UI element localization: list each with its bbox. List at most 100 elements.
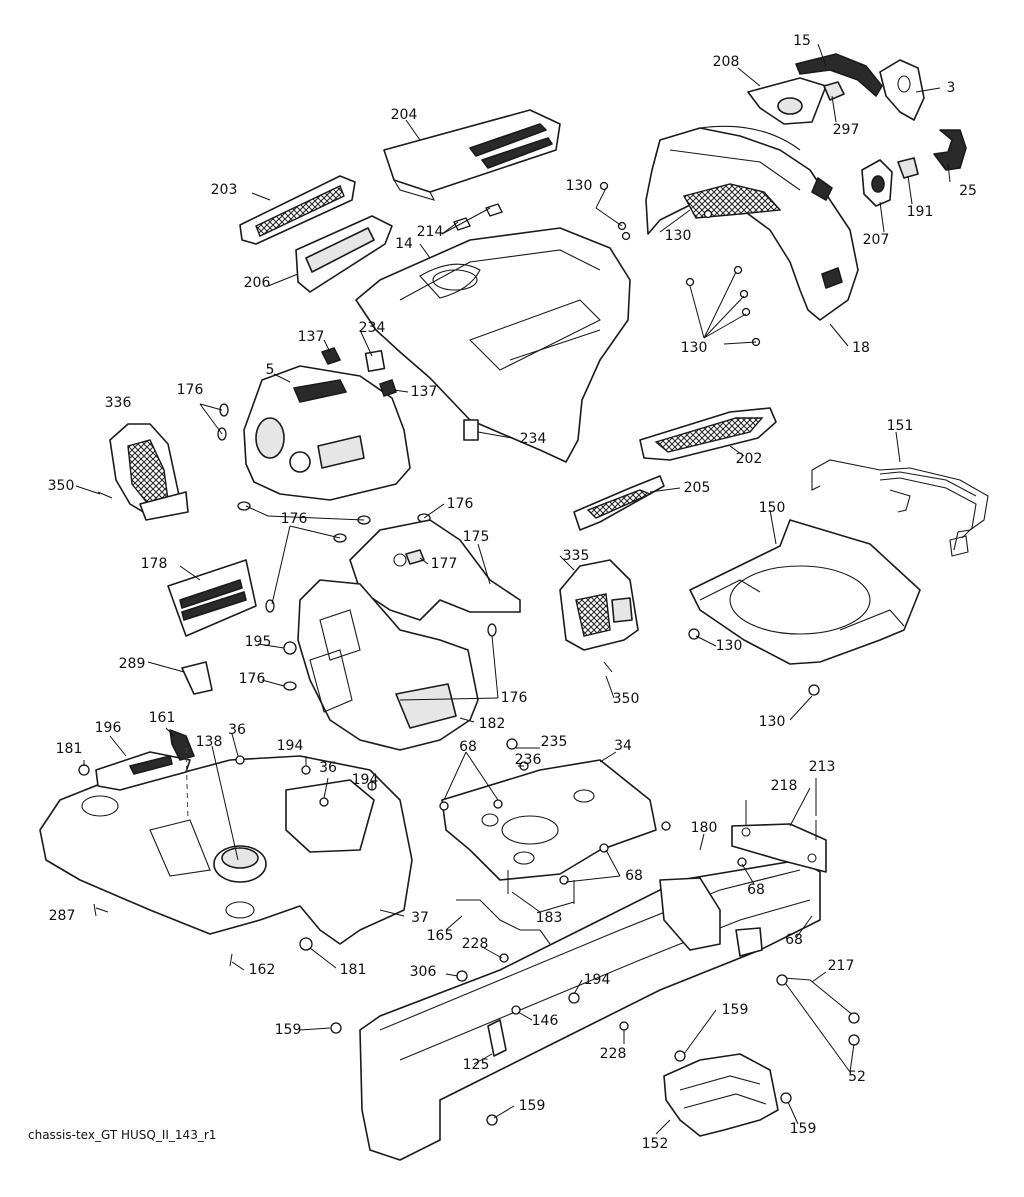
main-frame-180 (359, 859, 821, 1161)
callout-151: 151 (886, 418, 914, 434)
callout-235: 235 (540, 734, 568, 750)
screw-350-left (97, 491, 113, 499)
callout-130-d: 130 (715, 638, 743, 654)
nut-306 (456, 970, 468, 982)
screw-130-a (688, 628, 700, 640)
clip-214 (453, 203, 503, 231)
bulb-297 (823, 81, 845, 101)
grille-strip-203 (239, 175, 356, 245)
nut-194-a (301, 765, 311, 775)
bolt-181-b (299, 937, 313, 951)
grille-plate-178 (167, 559, 257, 637)
callout-68-a: 68 (459, 739, 477, 755)
nut-194-c (568, 992, 580, 1004)
side-panel-335 (559, 559, 639, 651)
callout-182: 182 (478, 716, 506, 732)
mount-plate-175 (349, 519, 521, 621)
callout-217: 217 (827, 958, 855, 974)
nut-36-a (235, 755, 245, 765)
callout-130-e: 130 (758, 714, 786, 730)
callout-350-b: 350 (612, 691, 640, 707)
callout-191: 191 (906, 204, 934, 220)
rod-217 (776, 974, 860, 1046)
bolt-228-b (619, 1021, 629, 1031)
callout-181-b: 181 (339, 962, 367, 978)
light-assembly-207 (861, 159, 893, 207)
callout-213: 213 (808, 759, 836, 775)
leader-lines (75, 43, 951, 1135)
bolt-159-b (674, 1050, 686, 1062)
callout-181-a: 181 (55, 741, 83, 757)
callout-152: 152 (641, 1136, 669, 1152)
knob-137-b (379, 379, 397, 397)
screw-set-130-top (599, 181, 761, 347)
callout-162: 162 (248, 962, 276, 978)
hood-14 (355, 227, 631, 463)
callout-195: 195 (244, 634, 272, 650)
screw-162 (229, 953, 233, 967)
callout-159-d: 159 (789, 1121, 817, 1137)
rear-tow-plate-152 (663, 1053, 779, 1137)
callout-165: 165 (426, 928, 454, 944)
callout-176-e: 176 (500, 690, 528, 706)
callout-68-c: 68 (785, 932, 803, 948)
grommet-195 (283, 641, 297, 655)
side-panel-336 (109, 423, 189, 521)
bolt-235 (506, 738, 518, 750)
callout-125: 125 (462, 1057, 490, 1073)
callout-236: 236 (514, 752, 542, 768)
callout-176-c: 176 (280, 511, 308, 527)
callout-204: 204 (390, 107, 418, 123)
bolt-228-a (499, 953, 509, 963)
bolt-159-d (486, 1114, 498, 1126)
callout-177: 177 (430, 556, 458, 572)
callout-176-b: 176 (446, 496, 474, 512)
callout-36-a: 36 (228, 722, 246, 738)
callout-176-a: 176 (176, 382, 204, 398)
bracket-151 (811, 459, 989, 557)
callout-194-c: 194 (583, 972, 611, 988)
callout-25: 25 (959, 183, 977, 199)
callout-130-a: 130 (565, 178, 593, 194)
callout-130-b: 130 (664, 228, 692, 244)
callout-207: 207 (862, 232, 890, 248)
callout-68-d: 68 (625, 868, 643, 884)
callout-37: 37 (411, 910, 429, 926)
knob-137-a (321, 347, 341, 365)
callout-214: 214 (416, 224, 444, 240)
clip-289 (181, 661, 213, 695)
callout-287: 287 (48, 908, 76, 924)
callout-14: 14 (395, 236, 413, 252)
screw-287 (93, 903, 97, 917)
callout-68-b: 68 (747, 882, 765, 898)
dash-panel-5 (243, 365, 411, 501)
bracket-161 (169, 729, 195, 761)
callout-18: 18 (852, 340, 870, 356)
nut-36-b (319, 797, 329, 807)
callout-159-a: 159 (274, 1022, 302, 1038)
callout-306: 306 (409, 964, 437, 980)
callout-234-a: 234 (358, 320, 386, 336)
callout-350-a: 350 (47, 478, 75, 494)
callout-34: 34 (614, 738, 632, 754)
label-234-b (463, 419, 479, 441)
socket-191 (897, 157, 919, 179)
crossbar-218 (731, 823, 827, 873)
headlight-lens-208 (747, 77, 827, 125)
callout-194-b: 194 (351, 772, 379, 788)
dash-161 (185, 747, 189, 821)
callout-180: 180 (690, 820, 718, 836)
trim-25 (933, 129, 967, 171)
callout-208: 208 (712, 54, 740, 70)
floor-pan-150 (689, 519, 921, 665)
bolt-159-a (330, 1022, 342, 1034)
screw-130-b (808, 684, 820, 696)
callout-228-a: 228 (461, 936, 489, 952)
callout-178: 178 (140, 556, 168, 572)
dash-insert-206 (295, 215, 393, 293)
front-grille-202 (639, 407, 777, 461)
front-bumper-18 (645, 125, 859, 321)
callout-203: 203 (210, 182, 238, 198)
callout-205: 205 (683, 480, 711, 496)
